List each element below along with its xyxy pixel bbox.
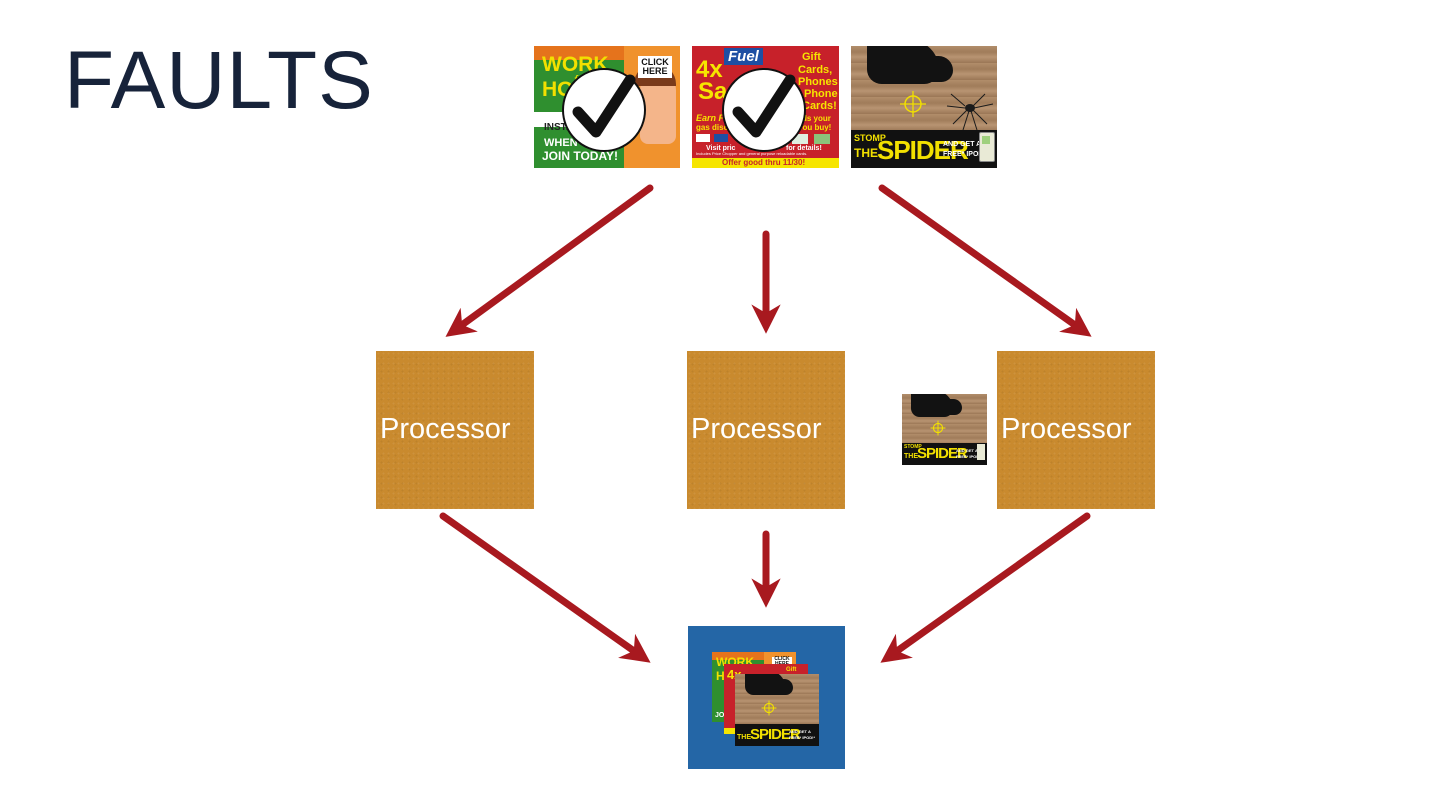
- ad2-phone-text: Phone: [804, 88, 838, 100]
- ad2-4x-text: 4x: [696, 56, 723, 83]
- crosshair-icon: [930, 420, 946, 436]
- ad2-you-buy-text: you buy!: [798, 123, 832, 132]
- ad1-checkmark: [562, 68, 646, 152]
- ad2-gas-text: gas disc: [696, 123, 729, 132]
- checkmark-icon: [572, 74, 636, 138]
- ad2-includes-text: Includes Price Chopper and general purpo…: [696, 151, 808, 156]
- output-ad-spider: THE SPIDER AND GET A FREE* IPOD!*: [735, 674, 819, 746]
- ad1-instant-text: INSTA: [544, 122, 574, 133]
- ad2-offer-text: Offer good thru 11/30!: [722, 158, 806, 167]
- ad2-cards-text: Cards,: [798, 64, 833, 76]
- ad3s-and-get-text: AND GET A: [956, 448, 978, 453]
- ad3-stomp-text: STOMP: [854, 133, 886, 143]
- ad-fuel-rewards: Fuel 4x Sa Gift Cards, Phones Phone Card…: [692, 46, 839, 168]
- ad2-cards2-text: Cards!: [802, 100, 837, 112]
- processor-label-2: Processor: [691, 413, 822, 445]
- arrow-processor1-to-output: [439, 512, 651, 663]
- processor-box-2: Processor: [687, 351, 845, 509]
- ad3-and-get-text: AND GET A: [943, 141, 982, 148]
- crosshair-icon: [761, 700, 777, 716]
- processor-box-1: Processor: [376, 351, 534, 509]
- checkmark-icon: [732, 74, 796, 138]
- ad3-free-text: FREE* IPOD!*: [943, 151, 989, 158]
- output-ad3-free-text: FREE* IPOD!*: [789, 735, 816, 740]
- ad2-ds-your-text: ds your: [802, 114, 831, 123]
- slide-title: FAULTS: [64, 35, 374, 126]
- ad3s-spider-text: SPIDER: [917, 445, 968, 462]
- ad2-gift-text: Gift: [802, 51, 821, 63]
- output-collection: WORK HO CLICK HERE JOIN TODAY! 4x Gift T…: [688, 626, 845, 769]
- ad3-spider-text: SPIDER: [877, 135, 969, 165]
- output-ad3-the-text: THE: [737, 734, 751, 741]
- arrow-ad1-to-processor1: [445, 184, 654, 337]
- output-ad3-spider-text: SPIDER: [750, 726, 801, 743]
- ad-stomp-the-spider: STOMP THE SPIDER AND GET A FREE* IPOD!*: [851, 46, 997, 168]
- arrow-processor3-to-output: [880, 512, 1091, 663]
- arrow-ad3-to-processor3: [878, 184, 1092, 337]
- output-ad2-gift-text: Gift: [786, 667, 797, 673]
- ad3-the-text: THE: [854, 146, 878, 160]
- ad2-fuel-badge: Fuel: [724, 48, 763, 65]
- ad3s-free-text: FREE* IPOD!*: [956, 454, 983, 459]
- ad2-visit-text: Visit pric: [706, 145, 736, 152]
- processor-label-1: Processor: [380, 413, 511, 445]
- ad3s-stomp-text: STOMP: [904, 444, 922, 450]
- ad-work-from-home: WORK from HO CLICK HERE INSTA WHEN JOIN …: [534, 46, 680, 168]
- crosshair-icon: [900, 91, 926, 117]
- ad2-earn-text: Earn F: [696, 113, 725, 123]
- ad2-phones-text: Phones: [798, 76, 838, 88]
- ad2-details-text: for details!: [786, 145, 822, 152]
- ad3s-the-text: THE: [904, 453, 918, 460]
- processor-box-3: Processor: [997, 351, 1155, 509]
- ad-stomp-the-spider-small: STOMP THE SPIDER AND GET A FREE* IPOD!*: [902, 394, 987, 465]
- ad2-checkmark: [722, 68, 806, 152]
- output-ad3-and-get-text: AND GET A: [789, 729, 811, 734]
- spider-icon: [946, 93, 994, 131]
- ad1-click-text: CLICK HERE: [638, 56, 672, 78]
- ad1-when-text: WHEN: [544, 137, 578, 149]
- processor-label-3: Processor: [1001, 413, 1132, 445]
- ad1-join-text: JOIN TODAY!: [542, 149, 619, 163]
